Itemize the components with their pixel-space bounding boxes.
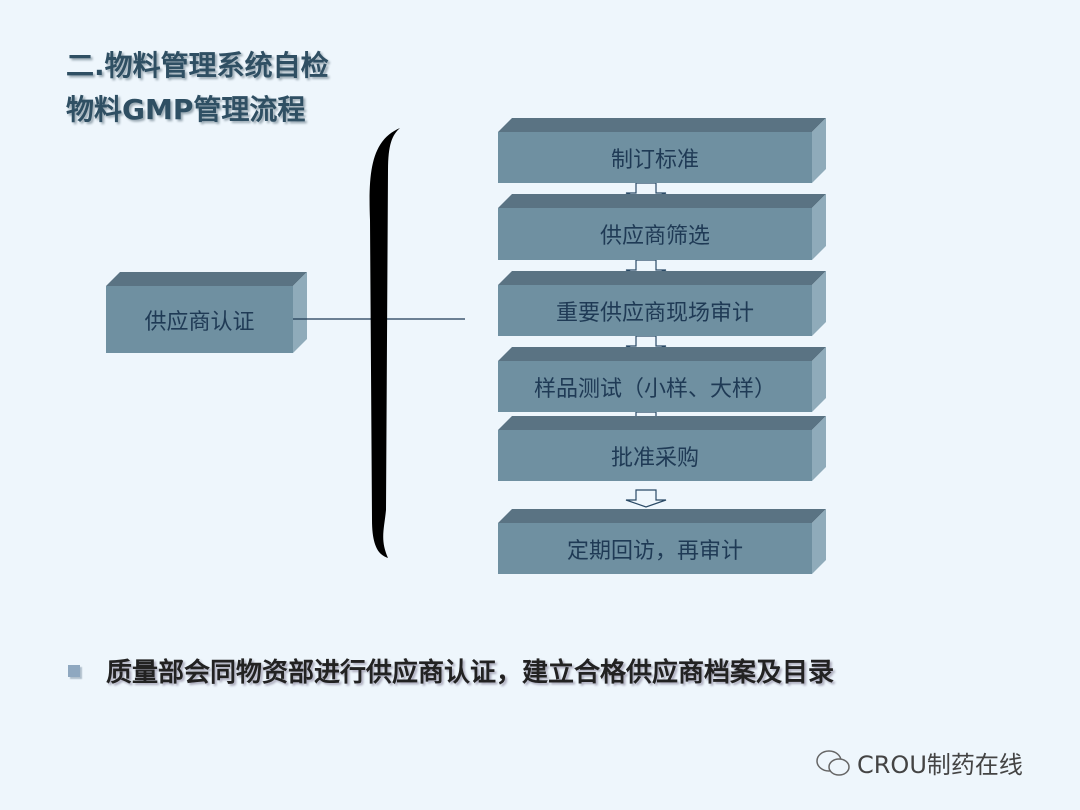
step-box: 重要供应商现场审计: [498, 271, 826, 336]
brace-icon: [369, 128, 400, 558]
bullet-text: 质量部会同物资部进行供应商认证，建立合格供应商档案及目录: [106, 658, 835, 688]
watermark: CROU制药在线: [815, 745, 1023, 780]
step-box: 样品测试（小样、大样）: [498, 347, 826, 412]
step-box: 批准采购: [498, 416, 826, 481]
slide-title: 二.物料管理系统自检: [66, 49, 329, 82]
watermark-text: CROU制药在线: [857, 751, 1023, 779]
step-label: 定期回访，再审计: [498, 523, 812, 574]
bullet-icon: [68, 665, 80, 677]
step-label: 供应商筛选: [498, 208, 812, 260]
supplier-certification-box: 供应商认证: [106, 272, 307, 353]
step-box: 供应商筛选: [498, 194, 826, 260]
step-label: 样品测试（小样、大样）: [498, 361, 812, 412]
step-label: 重要供应商现场审计: [498, 285, 812, 336]
step-label: 制订标准: [498, 132, 812, 183]
box-label: 供应商认证: [106, 286, 293, 353]
step-label: 批准采购: [498, 430, 812, 481]
step-box: 制订标准: [498, 118, 826, 183]
wechat-icon: [816, 749, 850, 776]
step-box: 定期回访，再审计: [498, 509, 826, 574]
slide-subtitle: 物料GMP管理流程: [66, 93, 306, 126]
